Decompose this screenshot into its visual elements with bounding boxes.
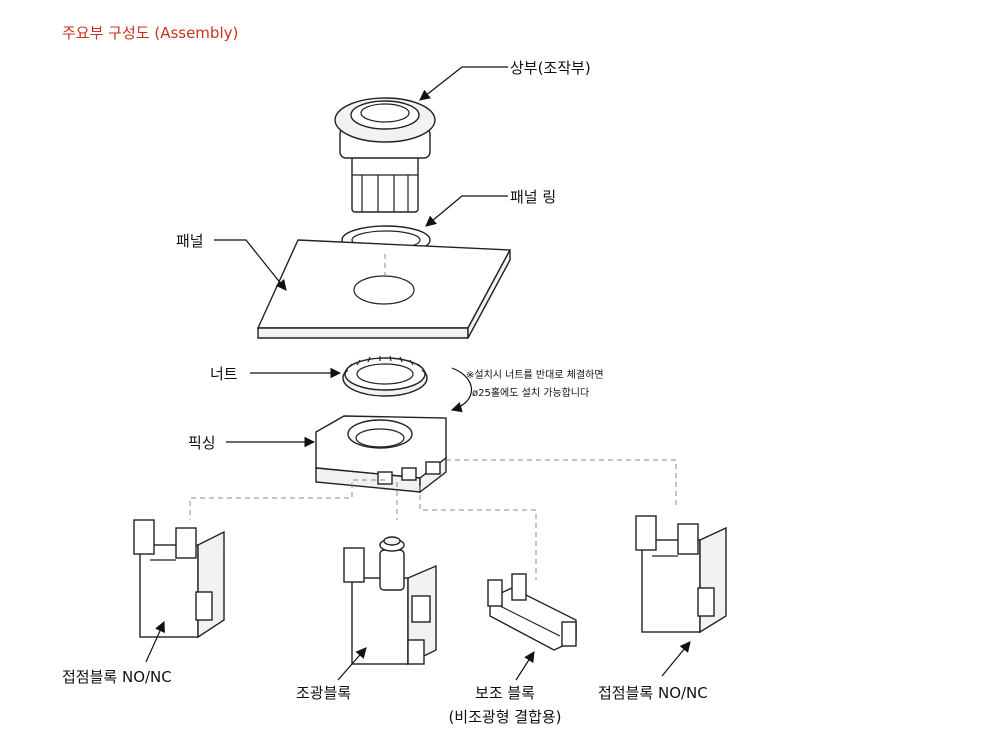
label-contact-block-right: 접점블록 NO/NC [598, 684, 708, 702]
install-note-line1: ※설치시 너트를 반대로 체결하면 [466, 370, 604, 381]
connection-lines [189, 459, 677, 580]
fixing-part [315, 415, 447, 494]
rotation-arrow-icon [450, 367, 472, 413]
top-operator-part [334, 97, 436, 213]
label-lamp-block: 조광블록 [296, 684, 352, 702]
label-top-operator: 상부(조작부) [510, 59, 591, 77]
label-fixing: 픽싱 [188, 434, 216, 452]
contact-block-right-part [635, 515, 727, 634]
label-nut: 너트 [210, 365, 238, 383]
aux-block-part [487, 573, 577, 651]
label-contact-block-left: 접점블록 NO/NC [62, 668, 172, 686]
label-panel: 패널 [176, 232, 204, 250]
panel-part [256, 239, 512, 339]
diagram-title: 주요부 구성도 (Assembly) [62, 24, 239, 42]
lamp-block-part [343, 536, 437, 666]
label-aux-block-line2: (비조광형 결합용) [448, 708, 562, 726]
label-panel-ring: 패널 링 [510, 188, 557, 206]
nut-part [342, 355, 428, 397]
contact-block-left-part [133, 519, 225, 639]
label-aux-block-line1: 보조 블록 [475, 684, 535, 702]
install-note-line2: ø25홀에도 설치 가능합니다 [472, 388, 590, 399]
leader-lines [145, 66, 691, 681]
